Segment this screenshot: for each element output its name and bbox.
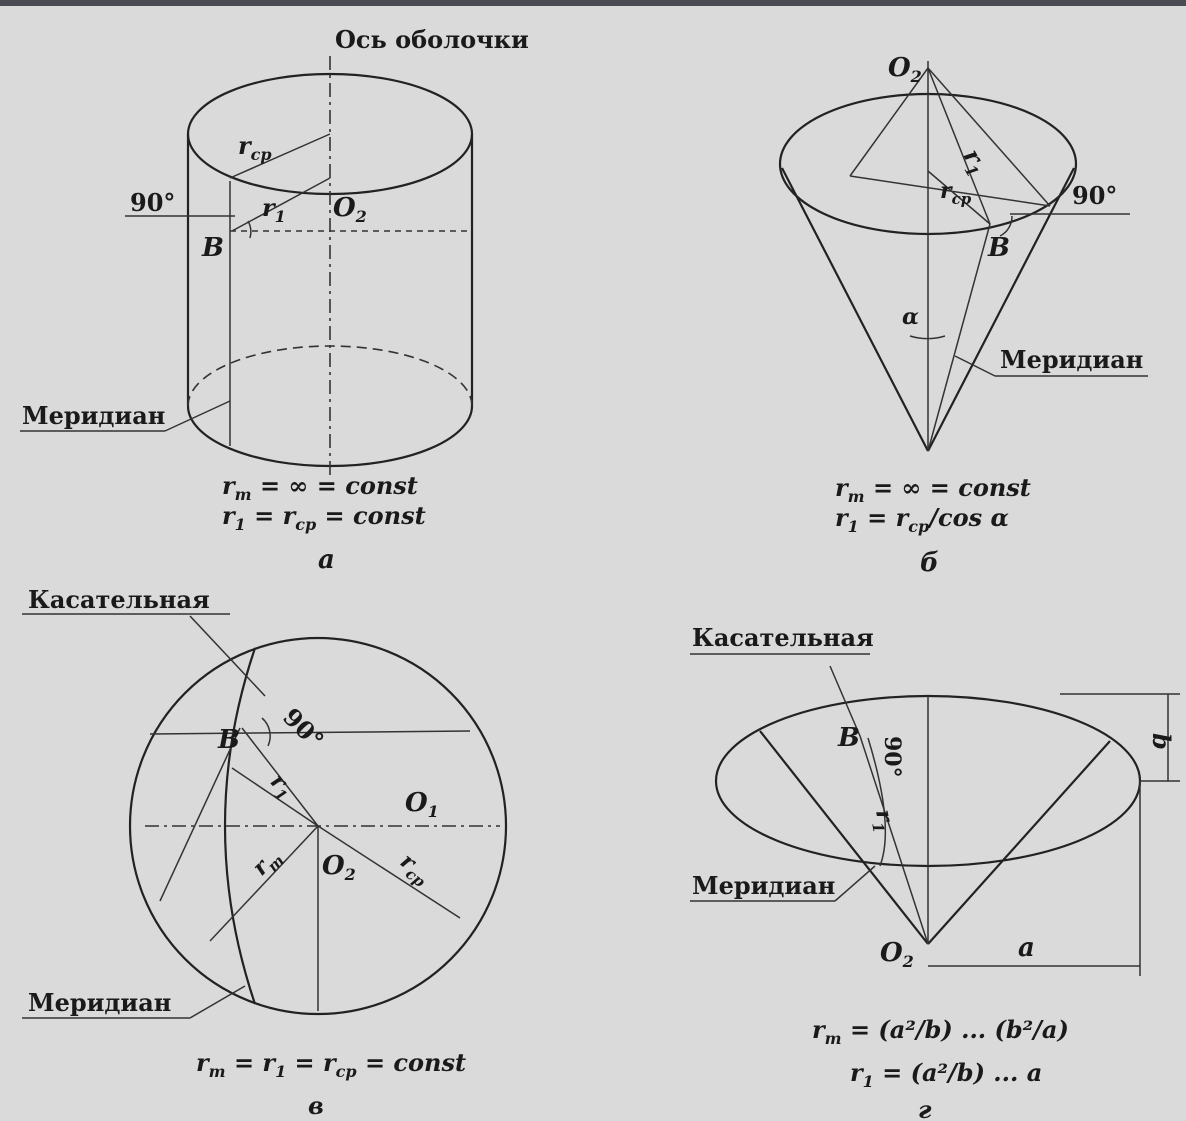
meridian-pointer-a — [164, 400, 231, 432]
ellipsoid-meridian-curve — [867, 737, 887, 867]
ellipsoid-tangent — [829, 665, 861, 737]
shell-diagrams: Ось оболочки rср r1 90° O2 B Меридиан rm… — [20, 25, 1180, 1121]
sphere-radius-rm — [209, 825, 319, 942]
ellipsoid-b-to-o2 — [859, 735, 929, 945]
angle-arc-c — [261, 717, 271, 747]
ellipsoid-left-side — [759, 730, 929, 945]
o2-label-d: O2 — [880, 938, 914, 971]
scanned-page — [0, 6, 1186, 1121]
figure-a-cylinder: Ось оболочки rср r1 90° O2 B Меридиан rm… — [20, 25, 529, 575]
angle-label-a: 90° — [130, 188, 175, 217]
formula-d-1: rm = (a²/b) ... (b²/a) — [812, 1015, 1069, 1048]
caption-b: б — [920, 548, 939, 578]
angle-arc-b — [999, 215, 1013, 237]
sphere-radius-r1 — [231, 767, 319, 827]
sphere-diameter-1 — [149, 730, 471, 735]
formula-b-2: r1 = rср/cos α — [835, 503, 1009, 536]
angle-label-d: 90° — [879, 736, 905, 778]
o2-label-b: O2 — [888, 53, 922, 86]
b-label-c: B — [217, 725, 240, 755]
figure-c-sphere: Касательная B 90° r1 O1 rm O2 rср Мериди… — [22, 585, 508, 1120]
r-cp-label-b: rср — [940, 178, 972, 208]
meridian-label-b: Меридиан — [1000, 345, 1143, 374]
sphere-meridian-arc — [223, 647, 257, 1005]
caption-c: в — [308, 1091, 324, 1120]
formula-a-2: r1 = rср = const — [222, 501, 426, 534]
o1-label-c: O1 — [405, 788, 439, 821]
sphere-tangent-line — [189, 615, 266, 697]
cone-r-cp — [927, 170, 991, 225]
sphere-tangent-ext — [159, 727, 241, 902]
angle-label-c: 90° — [277, 702, 330, 755]
meridian-label-c: Меридиан — [28, 988, 171, 1017]
o2-label-a: O2 — [333, 193, 367, 226]
axis-label: Ось оболочки — [335, 25, 529, 54]
caption-a: а — [318, 545, 335, 575]
figure-d-ellipsoid: Касательная B 90° r1 b Меридиан O2 a rm … — [690, 623, 1180, 1121]
formula-d-2: r1 = (a²/b) ... a — [850, 1058, 1042, 1091]
cone-chord — [849, 175, 1051, 207]
figure-b-cone: O2 r1 rср 90° B α Меридиан rm = ∞ = cons… — [778, 53, 1148, 578]
meridian-pointer-d — [834, 865, 876, 902]
r1-label-d: r1 — [866, 807, 899, 834]
o2-label-c: O2 — [322, 851, 356, 884]
sphere-radius-rcp — [317, 825, 461, 919]
cone-meridian-line — [927, 223, 991, 452]
angle-label-b: 90° — [1072, 181, 1117, 210]
r-cp-label-a: rср — [238, 131, 272, 164]
cone-o2-to-right — [927, 67, 1051, 207]
meridian-label-d: Меридиан — [692, 871, 835, 900]
sphere-radius-b — [241, 727, 319, 827]
meridian-pointer-c — [189, 985, 246, 1019]
formula-b-1: rm = ∞ = const — [835, 473, 1031, 506]
b-label-d: B — [837, 723, 860, 753]
rcp-label-c: rср — [393, 848, 436, 891]
top-bar — [0, 0, 1186, 6]
cone-right-side — [927, 167, 1075, 452]
alpha-arc — [909, 335, 946, 340]
b-dim-label: b — [1147, 733, 1176, 750]
angle-arc-a — [247, 220, 252, 239]
meridian-pointer-b — [954, 355, 996, 377]
sphere-outline — [128, 636, 508, 1016]
cone-o2-to-left — [849, 67, 929, 177]
meridian-label-a: Меридиан — [22, 401, 165, 430]
tangent-label-c: Касательная — [28, 585, 210, 614]
cylinder-radius-r-cp — [229, 133, 331, 179]
alpha-label: α — [902, 304, 919, 330]
r1-label-c: r1 — [262, 768, 299, 805]
formula-c: rm = r1 = rср = const — [196, 1048, 466, 1081]
cone-o2-to-b — [927, 67, 991, 225]
cone-left-side — [781, 167, 929, 452]
a-dim-label: a — [1018, 933, 1035, 963]
caption-d: г — [918, 1095, 932, 1121]
ellipsoid-right-side — [927, 740, 1111, 945]
b-label-a: B — [201, 233, 224, 263]
formula-a-1: rm = ∞ = const — [222, 471, 418, 504]
r1-label-a: r1 — [262, 193, 286, 226]
tangent-label-d: Касательная — [692, 623, 874, 652]
rm-label-c: rm — [247, 843, 288, 884]
b-label-b: B — [987, 233, 1010, 263]
